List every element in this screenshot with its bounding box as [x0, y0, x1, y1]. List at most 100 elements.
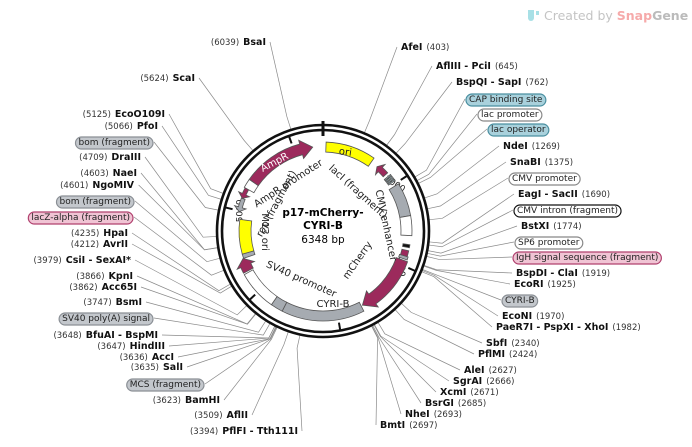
site-text: (3636)AccI — [120, 352, 174, 363]
site-position: (2340) — [511, 339, 539, 349]
site-position: (403) — [426, 43, 449, 53]
leader-line — [145, 301, 267, 333]
site-name: CsiI - SexAI* — [66, 255, 131, 266]
restriction-site-label: (5066)PfoI — [105, 121, 158, 132]
site-text: AfeI (403) — [401, 42, 449, 53]
leader-line — [372, 324, 422, 404]
leader-line — [204, 326, 278, 385]
feature-pill-bg — [58, 312, 154, 326]
feature-pill-text: SV40 poly(A) signal — [62, 314, 150, 324]
feature-pill-bg — [514, 236, 584, 250]
restriction-site-label: (3979)CsiI - SexAI* — [33, 255, 131, 266]
feature-pill-text: CYRI-B — [505, 296, 535, 306]
leader-line — [395, 81, 453, 154]
feature-pill-text: bom (fragment) — [59, 197, 131, 207]
site-name: AleI — [464, 365, 485, 376]
site-position: (3636) — [120, 353, 148, 363]
mcherry-arrow — [361, 257, 409, 308]
site-position: (4601) — [60, 181, 88, 191]
site-position: (3862) — [69, 283, 97, 293]
restriction-site-label: AflIII - PciI(645) — [436, 61, 518, 72]
feature-pill-bg — [126, 378, 205, 392]
restriction-site-label: (4235)HpaI — [71, 228, 128, 239]
site-name: SnaBI — [510, 157, 541, 168]
site-name: BstXI — [521, 221, 549, 232]
site-name: AfeI — [401, 42, 422, 53]
feature-pill-text: CMV promoter — [512, 174, 577, 184]
restriction-site-label: (3509)AflII — [194, 410, 248, 421]
leader-line — [161, 125, 222, 200]
restriction-site-label: (5624)ScaI — [140, 73, 195, 84]
site-name: BamHI — [185, 395, 220, 406]
label-leader-lines — [131, 41, 518, 432]
feature-pill: CYRI-B — [501, 294, 539, 308]
feature-pill: CAP binding site — [465, 93, 547, 107]
leader-line — [428, 177, 509, 221]
leader-line — [385, 65, 433, 147]
site-name: SgrAI — [453, 376, 482, 387]
lac-operator-stripe — [386, 177, 395, 185]
restriction-site-label: AleI (2627) — [464, 365, 517, 376]
restriction-site-label: SnaBI(1375) — [510, 157, 573, 168]
restriction-site-label: (6039)BsaI — [211, 37, 266, 48]
feature-pill: MCS (fragment) — [126, 378, 205, 392]
leader-line — [428, 209, 514, 248]
leader-line — [426, 161, 507, 210]
site-name: NdeI — [503, 141, 528, 152]
site-text: (3648)BfuAI - BspMI — [53, 330, 158, 341]
leader-line — [394, 308, 475, 355]
leader-line — [138, 184, 219, 251]
site-name: EcoO109I — [115, 109, 165, 120]
leader-line — [421, 269, 499, 317]
cyrib-label: CYRI-B — [317, 299, 350, 310]
site-text: EcoNI(1970) — [502, 311, 564, 322]
restriction-site-label: EcoRI(1925) — [514, 279, 576, 290]
site-text: (4212)AvrII — [71, 239, 128, 250]
site-name: SalI — [163, 362, 183, 373]
site-text: (3866)KpnI — [76, 271, 133, 282]
feature-pill: IgH signal sequence (fragment) — [512, 251, 662, 265]
site-text: BspQI - SapI(762) — [456, 77, 548, 88]
cyrib-start-arc — [398, 253, 409, 261]
leader-line — [427, 225, 518, 254]
site-position: (4212) — [71, 240, 99, 250]
site-position: (1925) — [548, 280, 576, 290]
leader-line — [428, 193, 515, 244]
leader-line — [136, 275, 257, 325]
restriction-site-label: (4601) NgoMIV — [60, 180, 135, 191]
site-position: (2627) — [489, 366, 517, 376]
site-text: PflMI (2424) — [478, 349, 537, 360]
restriction-site-label: SgrAI(2666) — [453, 376, 514, 387]
site-text: (5125) EcoO109I — [83, 109, 165, 120]
watermark-gene: Gene — [652, 8, 689, 23]
site-text: (3509)AflII — [194, 410, 248, 421]
site-name: PflFI - Tth111I — [222, 426, 298, 437]
leader-line — [134, 259, 248, 316]
site-name: NgoMIV — [92, 180, 134, 191]
restriction-site-label: NheI(2693) — [405, 409, 462, 420]
m13-ori-label: M13 ori — [259, 213, 270, 251]
site-name: BspQI - SapI — [456, 77, 521, 88]
leader-line — [423, 145, 500, 199]
site-position: (5125) — [83, 110, 111, 120]
site-name: PflMI — [478, 349, 505, 360]
site-position: (5624) — [140, 74, 168, 84]
site-text: (3394)PflFI - Tth111I — [190, 426, 298, 437]
feature-pill: lac promoter — [477, 108, 543, 122]
site-text: (3979)CsiI - SexAI* — [33, 255, 131, 266]
site-position: (2424) — [509, 350, 537, 360]
site-text: NdeI(1269) — [503, 141, 560, 152]
restriction-site-label: (4212)AvrII — [71, 239, 128, 250]
site-position: (1919) — [582, 269, 610, 279]
restriction-site-label: EcoNI(1970) — [502, 311, 564, 322]
site-position: (2671) — [470, 388, 498, 398]
feature-pill-text: MCS (fragment) — [130, 380, 201, 390]
plasmid-name-2: CYRI-B — [303, 220, 343, 232]
watermark-text: Created by — [544, 8, 613, 23]
tube-icon — [528, 10, 539, 21]
site-text: BspDI - ClaI(1919) — [516, 268, 610, 279]
leader-line — [251, 331, 289, 416]
site-name: Acc65I — [102, 282, 137, 293]
ori-label: ori — [338, 146, 352, 159]
site-text: (3747)BsmI — [83, 297, 142, 308]
